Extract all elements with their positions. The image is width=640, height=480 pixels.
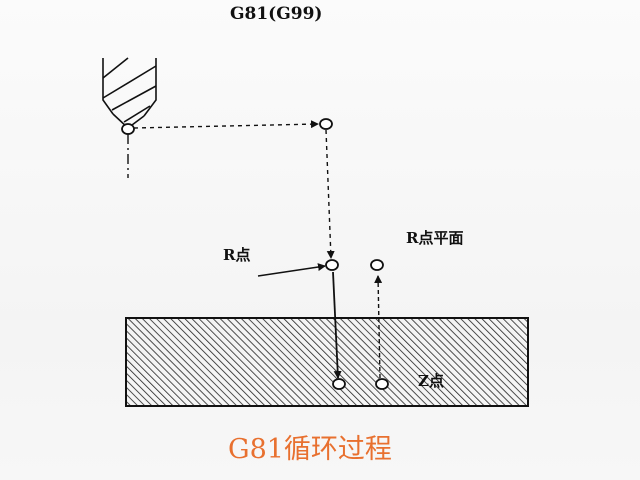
rapid-move-horizontal <box>133 120 319 129</box>
z-point-marker-feed <box>332 378 346 390</box>
start-point-marker <box>121 123 135 135</box>
feed-move-down <box>332 271 342 379</box>
r-plane-label: R点平面 <box>406 229 464 247</box>
rapid-move-down <box>325 129 335 259</box>
drill-bit-icon <box>102 57 157 130</box>
workpiece <box>125 317 529 407</box>
z-point-marker-retract <box>375 378 389 390</box>
r-point-marker <box>325 259 339 271</box>
rapid-retract-up <box>374 275 383 379</box>
diagram-title: G81(G99) <box>230 4 323 24</box>
r-point-pointer <box>257 263 326 277</box>
r-plane-point-marker <box>370 259 384 271</box>
caption: G81循环过程 <box>228 434 392 465</box>
z-point-label: Z点 <box>418 372 444 390</box>
r-point-label: R点 <box>223 246 251 264</box>
initial-point-marker <box>319 118 333 130</box>
